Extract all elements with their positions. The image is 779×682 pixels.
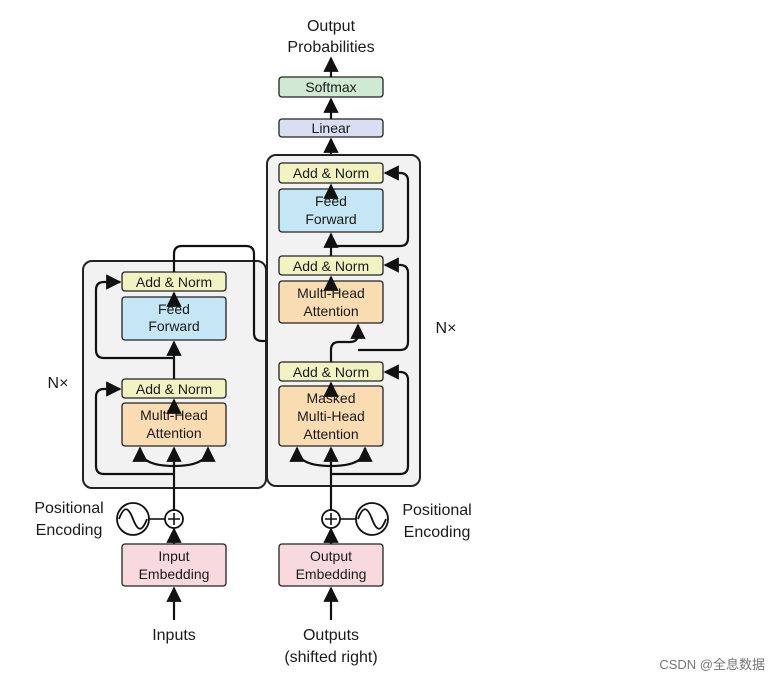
linear-label: Linear <box>312 120 351 136</box>
encoder-add-norm-bottom-label: Add & Norm <box>136 381 212 397</box>
output-probabilities-label-line2: Probabilities <box>287 39 374 56</box>
input-embedding-label-line1: Input <box>158 548 189 564</box>
decoder-ff-label-line2: Forward <box>305 211 356 227</box>
sine-wave-icon <box>357 508 387 530</box>
softmax-label: Softmax <box>305 79 356 95</box>
encoder-qkv-right <box>173 446 216 468</box>
watermark: CSDN @全息数据 <box>659 657 765 672</box>
input-embedding-block <box>121 543 227 587</box>
decoder-ff-label-line1: Feed <box>315 193 347 209</box>
sine-wave-icon <box>118 508 148 530</box>
outputs-label-line1: Outputs <box>303 627 359 644</box>
output-embedding-block <box>278 543 384 587</box>
inputs-label: Inputs <box>152 627 196 644</box>
encoder-ff-label-line2: Forward <box>148 318 199 334</box>
encoder-positional-label-line1: Positional <box>34 500 103 517</box>
decoder-residual-3 <box>331 165 410 248</box>
decoder-positional-label-line1: Positional <box>402 502 471 519</box>
decoder-mha-label-line2: Attention <box>303 303 358 319</box>
decoder-add-norm-top <box>278 162 384 184</box>
encoder-add-norm-top-label: Add & Norm <box>136 274 212 290</box>
decoder-nx-label: N× <box>436 320 457 337</box>
decoder-masked-label-line3: Attention <box>303 426 358 442</box>
decoder-masked-label-line1: Masked <box>306 390 355 406</box>
output-embedding-label-line2: Embedding <box>296 566 367 582</box>
output-probabilities-label-line1: Output <box>307 18 356 35</box>
encoder-residual-1 <box>94 381 174 476</box>
encoder-to-decoder-wire <box>172 244 312 343</box>
decoder-add-norm-bottom-label: Add & Norm <box>293 364 369 380</box>
input-embedding-label-line2: Embedding <box>139 566 210 582</box>
plus-icon <box>168 513 180 525</box>
encoder-ff-label-line1: Feed <box>158 301 190 317</box>
decoder-qkv-left <box>289 446 332 468</box>
output-embedding-label-line1: Output <box>310 548 352 564</box>
plus-icon <box>325 513 337 525</box>
outputs-label-line2: (shifted right) <box>284 649 377 666</box>
decoder-qkv-right <box>330 446 373 468</box>
decoder-positional-label-line2: Encoding <box>404 524 471 541</box>
encoder-mha-label-line2: Attention <box>146 425 201 441</box>
encoder-qkv-left <box>132 446 175 468</box>
encoder-mha-label-line1: Multi-Head <box>140 407 208 423</box>
encoder-residual-2 <box>94 274 174 360</box>
decoder-residual-2 <box>358 257 410 352</box>
decoder-masked-label-line2: Multi-Head <box>297 408 365 424</box>
decoder-residual-1 <box>331 364 410 476</box>
encoder-nx-label: N× <box>48 375 69 392</box>
decoder-add-norm-middle-label: Add & Norm <box>293 258 369 274</box>
encoder-positional-label-line2: Encoding <box>36 522 103 539</box>
decoder-add-norm-top-label: Add & Norm <box>293 165 369 181</box>
decoder-mha-label-line1: Multi-Head <box>297 285 365 301</box>
